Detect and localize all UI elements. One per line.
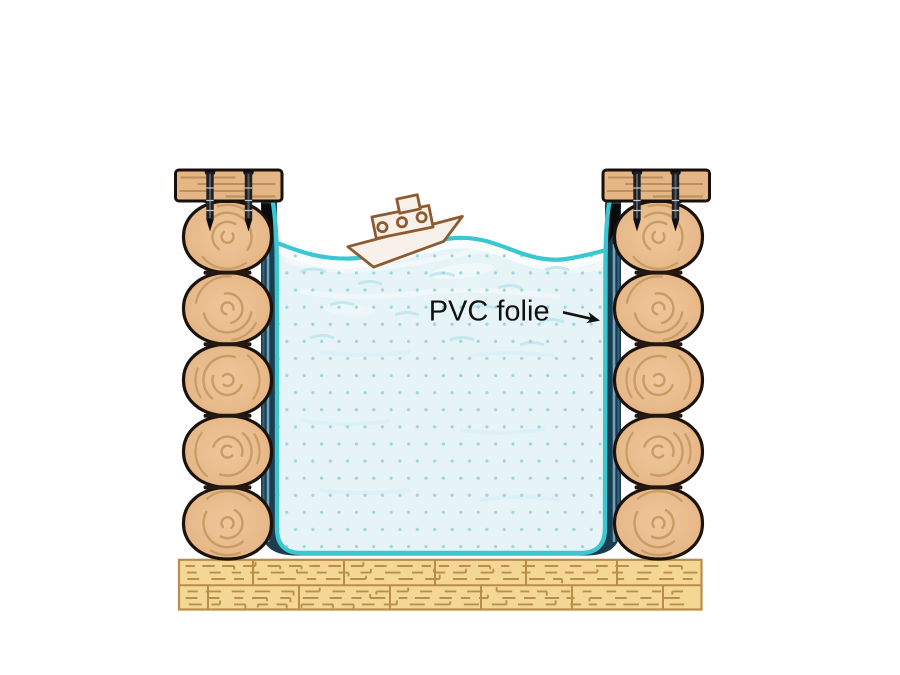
svg-text:PVC folie: PVC folie [429,296,550,328]
